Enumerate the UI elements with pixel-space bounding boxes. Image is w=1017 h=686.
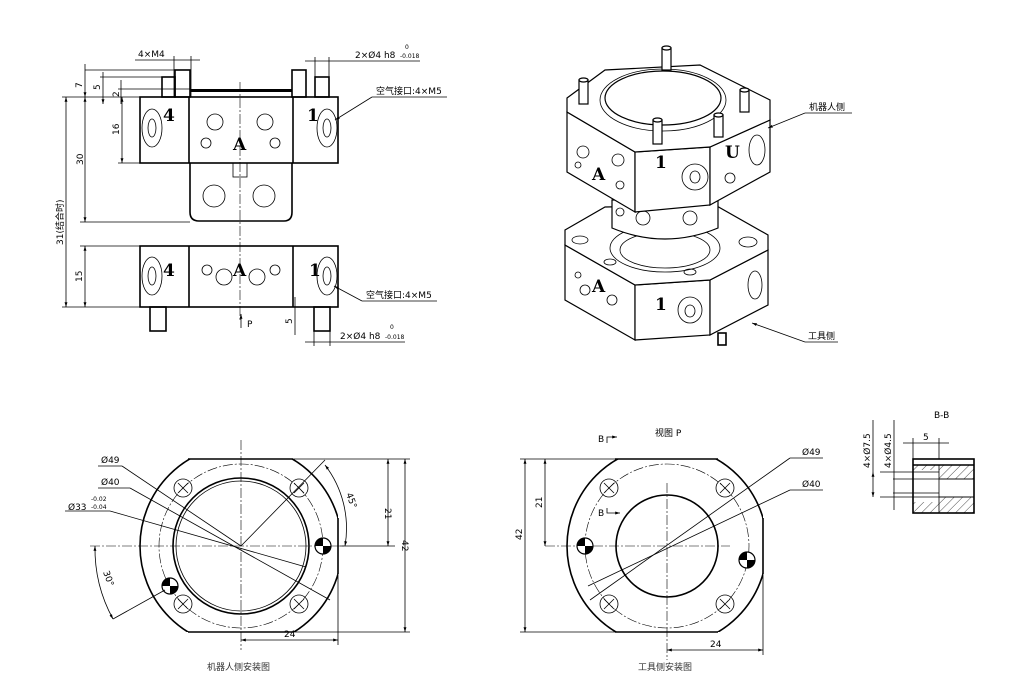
dim-16: 16 [112, 123, 122, 135]
dim-dia49: Ø49 [101, 455, 120, 466]
face-label: U [725, 143, 740, 163]
dimensions: Ø49 Ø40 Ø33 -0.02 -0.04 45° 30° 21 42 24 [65, 455, 410, 645]
view-arrow-p: P [247, 320, 253, 330]
tool-side-label: 工具侧 [808, 330, 835, 342]
callout-pin-top: 2×Ø4 h8 [355, 50, 396, 61]
dim-2: 2 [112, 91, 122, 97]
dimensions: Ø49 Ø40 42 21 24 [515, 447, 823, 655]
dim-24: 24 [284, 630, 296, 640]
pin [149, 306, 167, 332]
air-port-callout-bottom: 空气接口:4×M5 [366, 289, 432, 301]
section-mark: B [598, 435, 604, 445]
dim-21: 21 [382, 508, 392, 519]
face-label: A [591, 277, 606, 297]
dim-5-bottom: 5 [285, 318, 295, 324]
face-label: 1 [655, 153, 667, 173]
section-body [912, 458, 975, 514]
upper-front-face [634, 146, 711, 213]
dim-dia40: Ø40 [802, 479, 821, 490]
dim-42: 42 [399, 540, 409, 551]
top-plate [190, 89, 292, 92]
bolt-holes [173, 478, 309, 614]
face-label: A [232, 135, 247, 155]
callout-m4: 4×M4 [138, 50, 165, 60]
robot-side-view: Ø49 Ø40 Ø33 -0.02 -0.04 45° 30° 21 42 24… [65, 440, 410, 673]
face-label: 4 [163, 106, 175, 126]
angle-30: 30° [100, 570, 115, 588]
tolerance: 0 [390, 324, 394, 331]
tolerance: -0.04 [91, 504, 107, 511]
dim-30: 30 [76, 153, 86, 165]
top-disc [604, 70, 722, 126]
dim-dia33: Ø33 [68, 502, 87, 513]
pin [717, 332, 727, 346]
section-mark: B [598, 509, 604, 519]
pin [291, 69, 307, 98]
face-label: 4 [163, 261, 175, 281]
lower-body [139, 245, 339, 308]
dim-24: 24 [710, 640, 722, 650]
tolerance: -0.018 [385, 334, 405, 341]
dim-15: 15 [75, 271, 85, 282]
view-title: 机器人侧安装图 [207, 661, 270, 673]
tolerance: -0.018 [400, 53, 420, 60]
face-label: 1 [307, 106, 319, 126]
dim-hole: 4×Ø4.5 [883, 433, 894, 468]
face-label: 1 [655, 295, 667, 315]
lower-front-face [634, 279, 711, 341]
dimensions: 7 5 2 16 30 31(结合时) 15 4×M4 2×Ø4 h8 0 -0… [54, 44, 447, 346]
tolerance: -0.02 [91, 496, 107, 503]
dim-5: 5 [93, 84, 103, 90]
pin [314, 76, 330, 98]
tool-side-view: Ø49 Ø40 42 21 24 视图 P B B 工具侧安装图 [515, 427, 823, 673]
front-view: 4 A 1 4 A 1 7 5 [54, 44, 447, 346]
pin [161, 76, 176, 98]
dim-depth: 5 [923, 433, 929, 443]
view-title: 工具侧安装图 [638, 661, 692, 673]
pin [313, 306, 331, 332]
tolerance: 0 [405, 44, 409, 51]
dim-counterbore: 4×Ø7.5 [862, 433, 873, 468]
face-label: 1 [309, 261, 321, 281]
dim-31: 31(结合时) [54, 200, 66, 245]
dim-dia40: Ø40 [101, 477, 120, 488]
section-arrow [606, 508, 620, 515]
dowel-pins [161, 537, 332, 595]
section-title: B-B [934, 411, 949, 421]
section-b-b: B-B 4×Ø7.5 4×Ø4.5 5 [862, 411, 975, 514]
dim-21: 21 [535, 497, 545, 508]
dim-dia49: Ø49 [802, 447, 821, 458]
robot-side-label: 机器人侧 [809, 101, 845, 113]
pins [578, 45, 750, 145]
neck [189, 163, 293, 222]
dowel-pins [576, 537, 756, 569]
pin [174, 69, 191, 98]
isometric-view: A 1 A 1 U 机器人侧 工具侧 [564, 45, 852, 346]
view-label-p: 视图 P [655, 427, 682, 439]
section-arrow [606, 435, 617, 443]
face-label: A [232, 261, 247, 281]
dim-42: 42 [515, 529, 525, 540]
bolt-holes [599, 478, 735, 614]
angle-45: 45° [343, 492, 358, 510]
air-port-callout-top: 空气接口:4×M5 [376, 85, 442, 97]
dim-7: 7 [75, 82, 85, 88]
face-label: A [591, 165, 606, 185]
callout-pin-bottom: 2×Ø4 h8 [340, 331, 381, 342]
